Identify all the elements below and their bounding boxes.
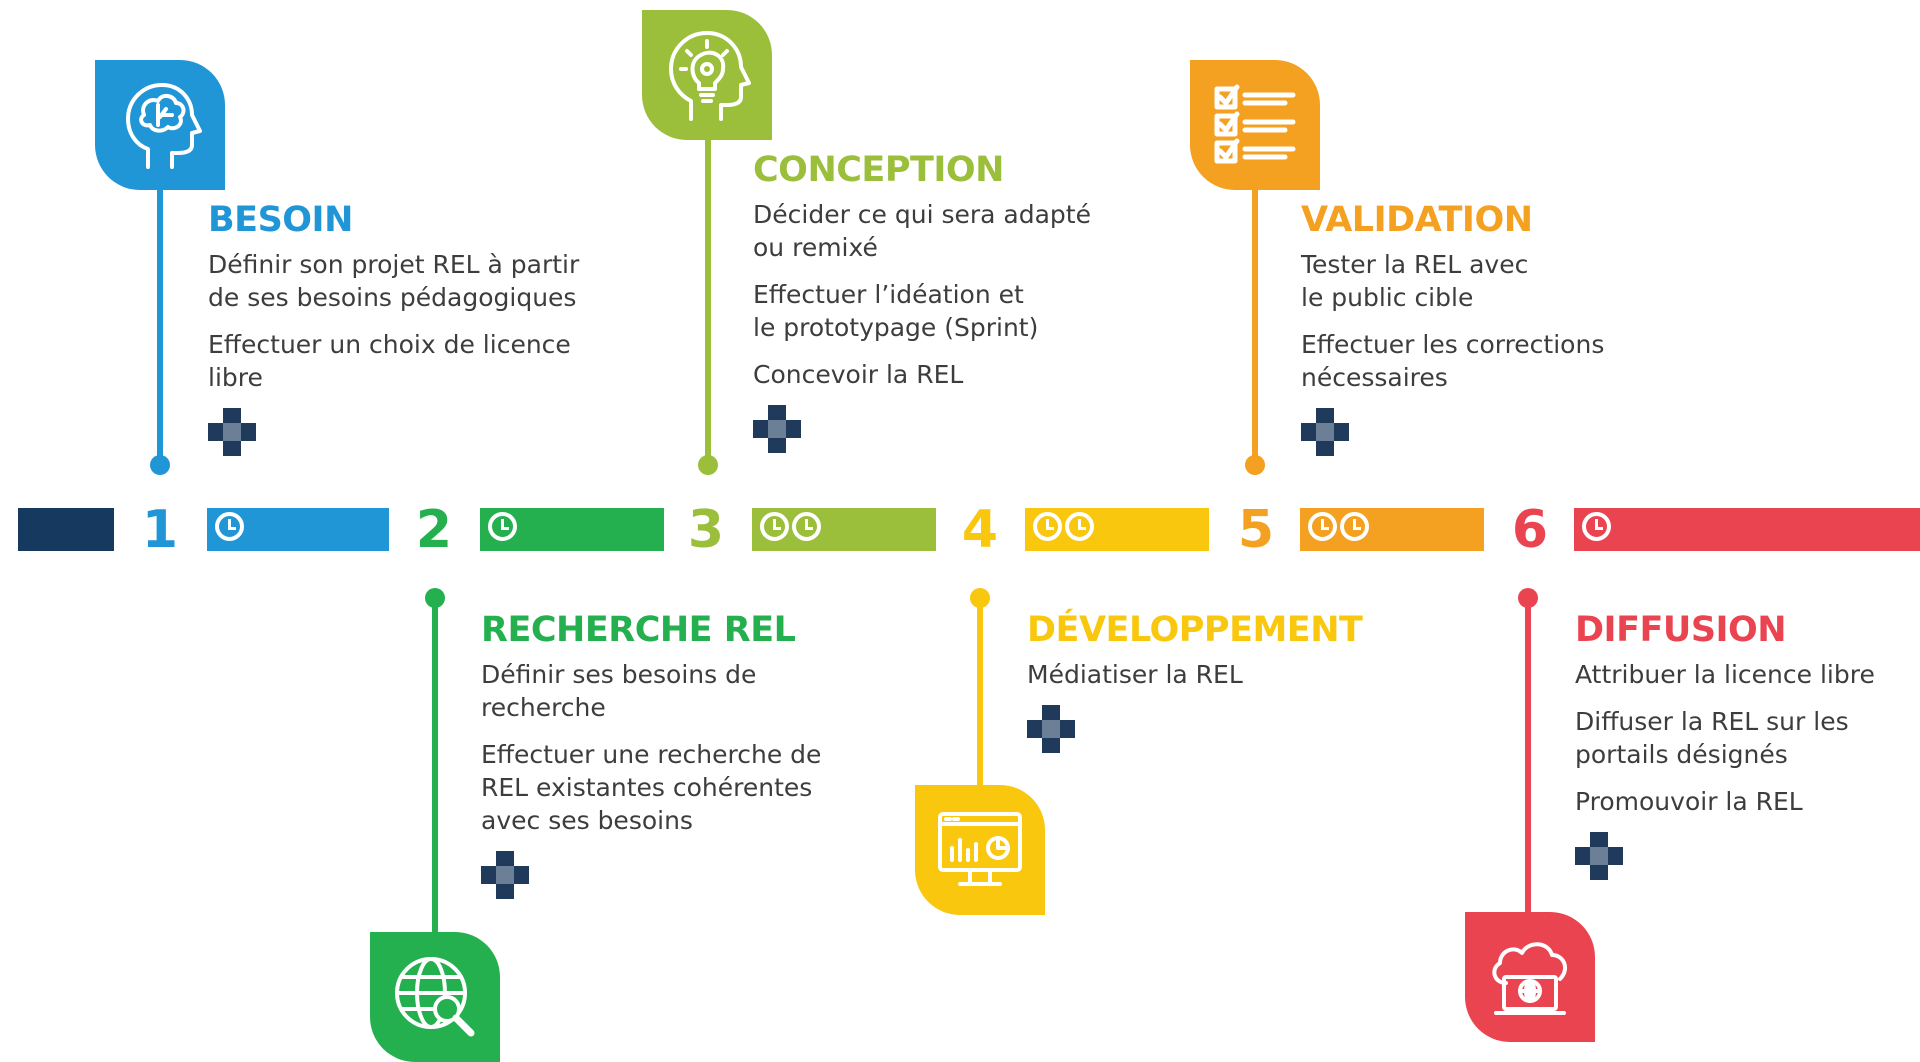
step-6-clocks xyxy=(1582,512,1611,541)
clock-icon xyxy=(1308,512,1337,541)
step-2-more-button[interactable] xyxy=(481,851,529,899)
checklist-icon xyxy=(1214,84,1296,164)
step-5-title: VALIDATION xyxy=(1301,200,1533,240)
step-4-dot xyxy=(970,588,990,608)
step-4-clocks xyxy=(1033,512,1094,541)
clock-icon xyxy=(792,512,821,541)
step-4-title: DÉVELOPPEMENT xyxy=(1027,610,1363,650)
step-3-dot xyxy=(698,455,718,475)
step-1-title: BESOIN xyxy=(208,200,353,240)
clock-icon xyxy=(760,512,789,541)
step-2-duration-bar xyxy=(480,508,664,551)
step-3-title: CONCEPTION xyxy=(753,150,1004,190)
step-4-items: Médiatiser la REL xyxy=(1027,658,1362,691)
step-1-stem xyxy=(157,180,163,464)
step-6-number: 6 xyxy=(1511,500,1549,560)
step-3-more-button[interactable] xyxy=(753,405,801,453)
step-1-badge xyxy=(95,60,225,190)
cloud-laptop-icon xyxy=(1492,942,1568,1015)
brain-head-icon xyxy=(126,83,202,169)
step-5-badge xyxy=(1190,60,1320,190)
clock-icon xyxy=(1340,512,1369,541)
step-6-duration-bar xyxy=(1574,508,1920,551)
clock-icon xyxy=(488,512,517,541)
step-4-stem xyxy=(977,600,983,800)
step-item: Attribuer la licence libre xyxy=(1575,660,1875,689)
step-5-number: 5 xyxy=(1237,500,1275,560)
step-1-number: 1 xyxy=(141,500,179,560)
globe-search-icon xyxy=(395,957,475,1037)
step-1-clocks xyxy=(215,512,244,541)
lightbulb-head-icon xyxy=(669,31,751,121)
step-1-dot xyxy=(150,455,170,475)
step-3-duration-bar xyxy=(752,508,936,551)
step-3-stem xyxy=(705,130,711,464)
step-4-more-button[interactable] xyxy=(1027,705,1075,753)
step-6-badge xyxy=(1465,912,1595,1042)
step-4-block: DÉVELOPPEMENT Médiatiser la REL xyxy=(1027,610,1363,753)
step-4-badge xyxy=(915,785,1045,915)
step-6-stem xyxy=(1525,600,1531,920)
step-3-number: 3 xyxy=(687,500,725,560)
step-2-badge xyxy=(370,932,500,1062)
step-item: Concevoir la REL xyxy=(753,360,964,389)
step-2-dot xyxy=(425,588,445,608)
step-3-badge xyxy=(642,10,772,140)
clock-icon xyxy=(1065,512,1094,541)
timeline-start-bar xyxy=(18,508,114,551)
step-5-clocks xyxy=(1308,512,1369,541)
step-6-dot xyxy=(1518,588,1538,608)
step-5-stem xyxy=(1252,180,1258,464)
step-5-duration-bar xyxy=(1300,508,1484,551)
step-2-title: RECHERCHE REL xyxy=(481,610,796,650)
monitor-chart-icon xyxy=(938,812,1022,886)
step-3-clocks xyxy=(760,512,821,541)
clock-icon xyxy=(1582,512,1611,541)
step-5-dot xyxy=(1245,455,1265,475)
step-6-more-button[interactable] xyxy=(1575,832,1623,880)
step-5-more-button[interactable] xyxy=(1301,408,1349,456)
clock-icon xyxy=(215,512,244,541)
step-2-number: 2 xyxy=(415,500,453,560)
step-6-title: DIFFUSION xyxy=(1575,610,1787,650)
clock-icon xyxy=(1033,512,1062,541)
step-1-duration-bar xyxy=(207,508,389,551)
step-4-number: 4 xyxy=(961,500,999,560)
step-item: Médiatiser la REL xyxy=(1027,660,1243,689)
step-2-clocks xyxy=(488,512,517,541)
step-1-more-button[interactable] xyxy=(208,408,256,456)
step-item: Promouvoir la REL xyxy=(1575,787,1803,816)
step-4-duration-bar xyxy=(1025,508,1209,551)
step-2-stem xyxy=(432,600,438,940)
